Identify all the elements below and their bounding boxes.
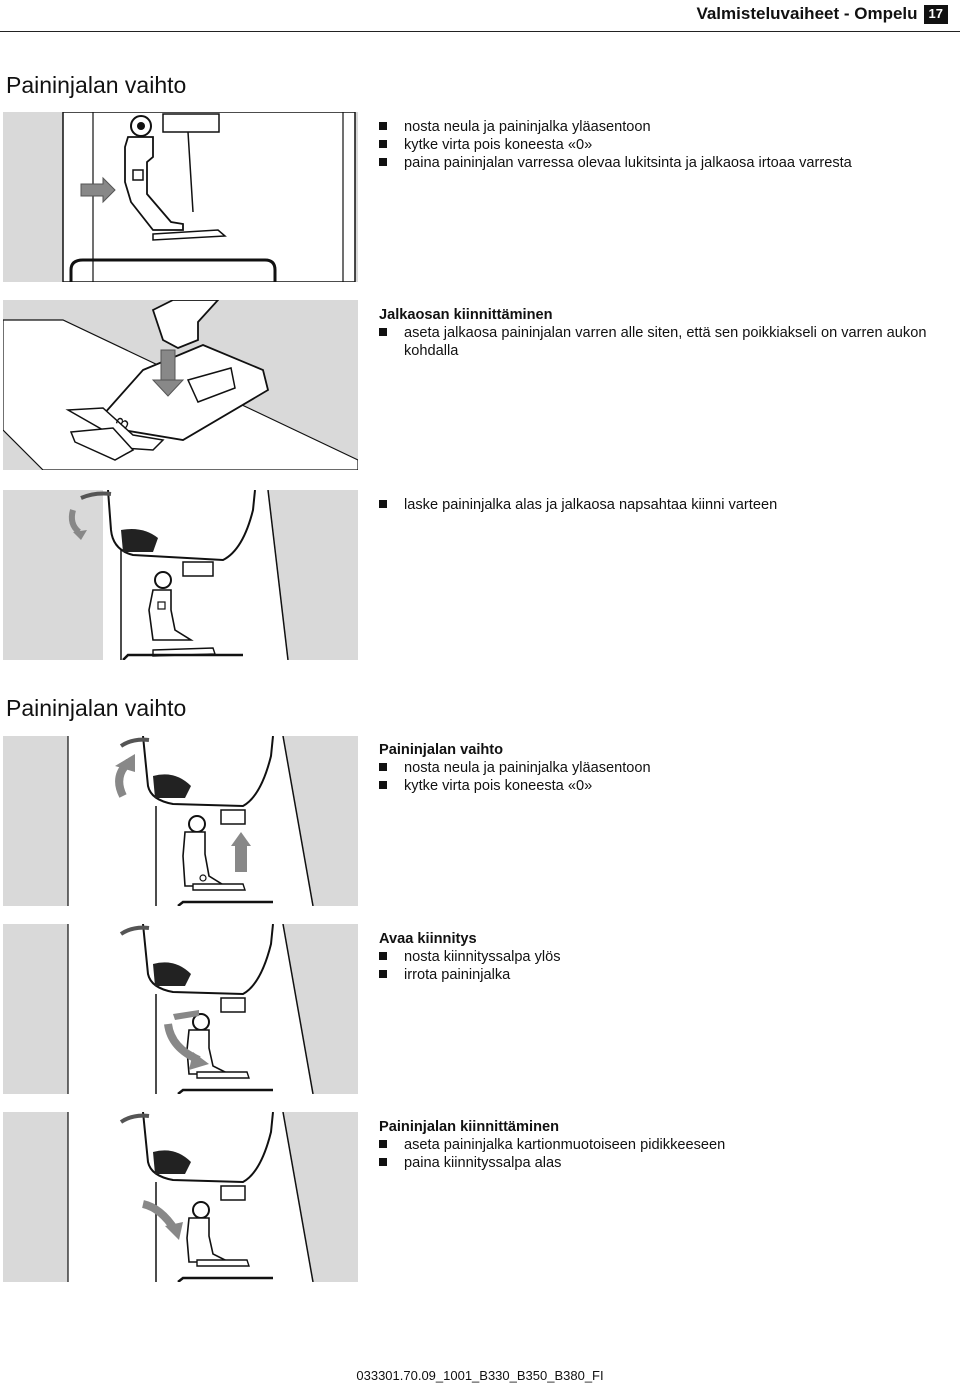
illustration-attach-foot: [3, 1112, 358, 1282]
section2-block2-text: Avaa kiinnitys nosta kiinnityssalpa ylös…: [379, 930, 939, 984]
section1-block1-text: nosta neula ja paininjalka yläasentoon k…: [379, 118, 939, 172]
subheading: Jalkaosan kiinnittäminen: [379, 307, 553, 323]
section1-block3-text: laske paininjalka alas ja jalkaosa napsa…: [379, 496, 939, 514]
page-header: Valmisteluvaiheet - Ompelu 17: [696, 3, 948, 25]
list-item: aseta jalkaosa paininjalan varren alle s…: [379, 324, 939, 360]
list-item: aseta paininjalka kartionmuotoiseen pidi…: [379, 1136, 939, 1154]
list-item: nosta neula ja paininjalka yläasentoon: [379, 118, 939, 136]
section2-heading: Paininjalan vaihto: [6, 695, 187, 721]
subheading: Avaa kiinnitys: [379, 931, 477, 947]
list-item: paina kiinnityssalpa alas: [379, 1154, 939, 1172]
list-item: paina paininjalan varressa olevaa lukits…: [379, 154, 939, 172]
illustration-sole-attach: 3: [3, 300, 358, 470]
header-title: Valmisteluvaiheet - Ompelu: [696, 4, 918, 23]
page-number-badge: 17: [923, 4, 948, 24]
section1-heading: Paininjalan vaihto: [6, 72, 187, 98]
illustration-lower-foot: [3, 490, 358, 660]
subheading: Paininjalan kiinnittäminen: [379, 1119, 560, 1135]
illustration-foot-release: [3, 112, 358, 282]
list-item: kytke virta pois koneesta «0»: [379, 777, 939, 795]
section1-block2-text: Jalkaosan kiinnittäminen aseta jalkaosa …: [379, 306, 939, 360]
header-rule: [0, 31, 960, 32]
footer-code: 033301.70.09_1001_B330_B350_B380_FI: [356, 1368, 604, 1383]
list-item: nosta neula ja paininjalka yläasentoon: [379, 759, 939, 777]
list-item: kytke virta pois koneesta «0»: [379, 136, 939, 154]
illustration-raise-needle: [3, 736, 358, 906]
list-item: irrota paininjalka: [379, 966, 939, 984]
list-item: laske paininjalka alas ja jalkaosa napsa…: [379, 496, 939, 514]
list-item: nosta kiinnityssalpa ylös: [379, 948, 939, 966]
subheading: Paininjalan vaihto: [379, 742, 504, 758]
section2-block1-text: Paininjalan vaihto nosta neula ja painin…: [379, 741, 939, 795]
section2-block3-text: Paininjalan kiinnittäminen aseta paininj…: [379, 1118, 939, 1172]
illustration-open-clamp: [3, 924, 358, 1094]
